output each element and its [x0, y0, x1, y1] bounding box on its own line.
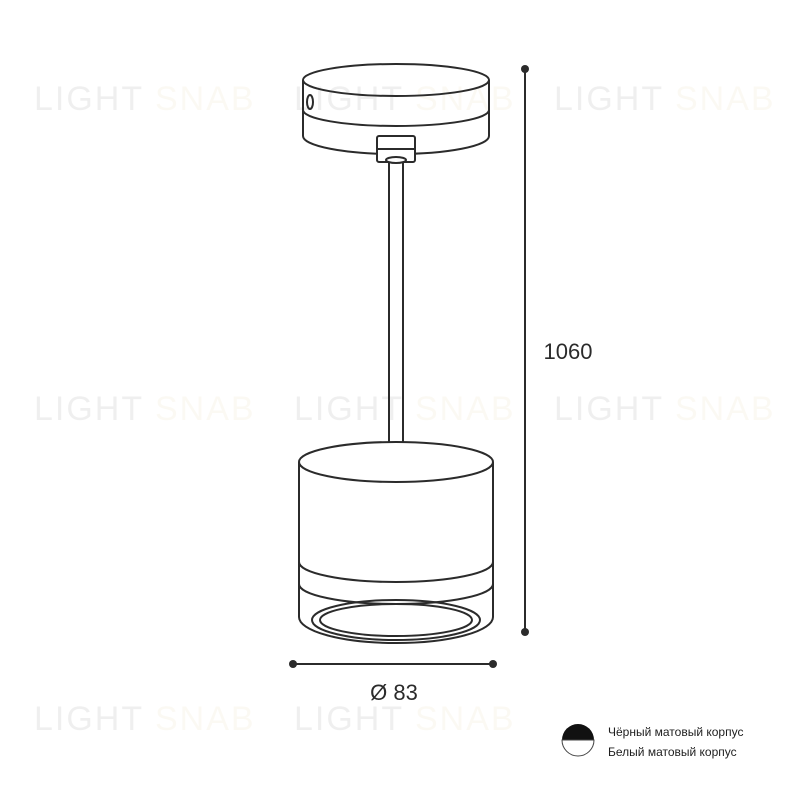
legend-item-black: Чёрный матовый корпус: [560, 722, 743, 742]
color-legend: Чёрный матовый корпус Белый матовый корп…: [560, 722, 743, 762]
legend-label-black: Чёрный матовый корпус: [608, 725, 744, 739]
watermark-5: LIGHT SNAB: [294, 390, 516, 428]
watermark-6: LIGHT SNAB: [554, 390, 776, 428]
watermark-1: LIGHT SNAB: [34, 80, 256, 118]
diameter-value: Ø 83: [370, 680, 418, 705]
watermark-4: LIGHT SNAB: [34, 390, 256, 428]
lamp-body: [298, 441, 494, 644]
diameter-dimension: Ø 83: [289, 660, 497, 705]
color-swatch-icon: [561, 724, 595, 757]
legend-label-white: Белый матовый корпус: [608, 745, 737, 759]
watermark-8: LIGHT SNAB: [294, 700, 516, 738]
canopy-connector: [376, 135, 416, 164]
watermark-7: LIGHT SNAB: [34, 700, 256, 738]
legend-item-white: Белый матовый корпус: [560, 742, 743, 762]
height-value: 1060: [544, 339, 593, 364]
suspension-rod: [388, 163, 404, 443]
lamp-outline: [298, 63, 494, 644]
watermarks: LIGHT SNAB LIGHT SNAB LIGHT SNAB LIGHT S…: [34, 80, 776, 738]
black-swatch: [562, 724, 594, 740]
height-dimension: 1060: [521, 65, 592, 636]
watermark-3: LIGHT SNAB: [554, 80, 776, 118]
white-swatch: [561, 739, 595, 757]
